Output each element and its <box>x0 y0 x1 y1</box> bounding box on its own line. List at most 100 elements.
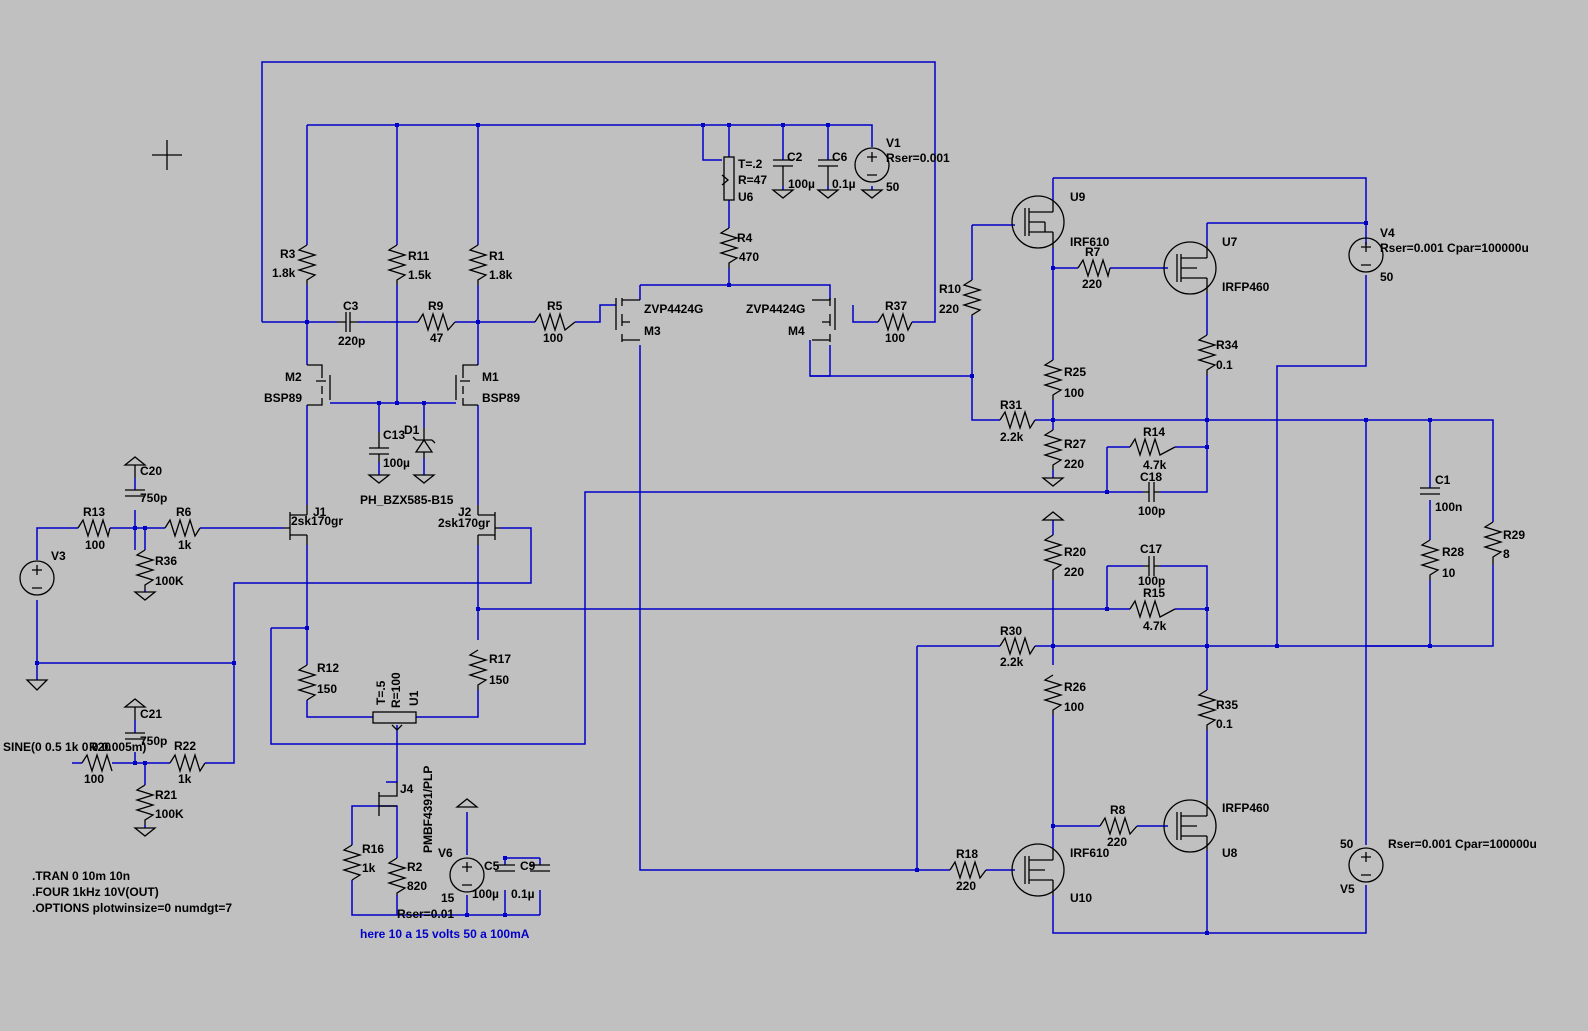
c18-label: C18 <box>1140 470 1162 484</box>
v4-params: Rser=0.001 Cpar=100000u <box>1380 241 1529 255</box>
c6-label: C6 <box>832 150 848 164</box>
power-mosfet-u9 <box>1011 195 1065 249</box>
r21-value: 100K <box>155 807 184 821</box>
resistor-r27 <box>1042 429 1064 470</box>
resistor-r16 <box>341 844 363 881</box>
source-v3 <box>19 560 55 596</box>
v6-label: V6 <box>438 846 453 860</box>
resistor-r10 <box>961 279 983 316</box>
r3-value: 1.8k <box>272 266 296 280</box>
mosfet-m3 <box>615 298 640 342</box>
voltage-source-symbols[interactable] <box>19 147 1384 893</box>
r31-value: 2.2k <box>1000 430 1024 444</box>
capacitor-c1 <box>1420 487 1440 495</box>
r11-label: R11 <box>408 249 430 263</box>
r14-label: R14 <box>1143 425 1165 439</box>
mosfet-m4 <box>812 298 836 342</box>
capacitor-c17 <box>1143 556 1160 576</box>
crosshair-cursor-icon <box>152 140 182 170</box>
resistor-r6 <box>164 517 201 539</box>
r30-label: R30 <box>1000 624 1022 638</box>
v5-params: Rser=0.001 Cpar=100000u <box>1388 837 1537 851</box>
r31-label: R31 <box>1000 398 1022 412</box>
r25-value: 100 <box>1064 386 1084 400</box>
u6-r: R=47 <box>738 173 767 187</box>
zener-d1[interactable] <box>412 428 436 458</box>
capacitor-c13 <box>369 432 389 462</box>
resistor-r7 <box>1077 257 1111 279</box>
r15-label: R15 <box>1143 586 1165 600</box>
r5-value: 100 <box>543 331 563 345</box>
jfet-j4 <box>378 782 398 816</box>
j2-label: J2 <box>458 505 472 519</box>
capacitor-c5 <box>495 864 515 872</box>
potentiometer-symbols[interactable] <box>372 156 735 731</box>
transistor-symbols[interactable] <box>284 195 1217 897</box>
ground-symbols <box>25 189 1065 837</box>
c9-label: C9 <box>520 859 536 873</box>
r11-value: 1.5k <box>408 268 432 282</box>
r34-value: 0.1 <box>1216 358 1233 372</box>
resistor-r9 <box>417 311 456 333</box>
source-v4 <box>1348 237 1384 273</box>
r36-value: 100K <box>155 574 184 588</box>
c3-label: C3 <box>343 299 359 313</box>
v3-label: V3 <box>51 549 66 563</box>
r26-label: R26 <box>1064 680 1086 694</box>
r1-value: 1.8k <box>489 268 513 282</box>
capacitor-c9 <box>530 864 550 872</box>
schematic-canvas[interactable]: R3 1.8k R11 1.5k R1 1.8k C3 220p R9 47 R… <box>0 0 1568 1018</box>
c2-value: 100µ <box>788 177 815 191</box>
c17-value: 100p <box>1138 574 1165 588</box>
schematic[interactable]: R3 1.8k R11 1.5k R1 1.8k C3 220p R9 47 R… <box>0 0 1568 1018</box>
c5-value: 100µ <box>472 887 499 901</box>
resistor-r11 <box>386 244 408 285</box>
r8-value: 220 <box>1107 835 1127 849</box>
capacitor-symbols[interactable] <box>125 159 1440 872</box>
r13-label: R13 <box>83 505 105 519</box>
jfet-j2 <box>477 505 500 545</box>
r37-label: R37 <box>885 299 907 313</box>
c9-value: 0.1µ <box>511 887 535 901</box>
r4-label: R4 <box>737 231 753 245</box>
resistor-r20 <box>1042 534 1064 580</box>
r34-label: R34 <box>1216 338 1238 352</box>
resistor-r34 <box>1196 334 1218 375</box>
c1-label: C1 <box>1435 473 1451 487</box>
c3-value: 220p <box>338 334 365 348</box>
resistor-r30 <box>999 635 1036 657</box>
m4-model: ZVP4424G <box>746 302 805 316</box>
r29-value: 8 <box>1503 547 1510 561</box>
r7-label: R7 <box>1085 245 1101 259</box>
r15-value: 4.7k <box>1143 619 1167 633</box>
c21-label: C21 <box>140 707 162 721</box>
c2-label: C2 <box>787 150 803 164</box>
r20-input-label: R20 <box>89 740 111 754</box>
power-mosfet-u7 <box>1163 241 1217 295</box>
r17-value: 150 <box>489 673 509 687</box>
u9-model: IRF610 <box>1070 235 1110 249</box>
r17-label: R17 <box>489 652 511 666</box>
d1-model: PH_BZX585-B15 <box>360 493 454 507</box>
r35-label: R35 <box>1216 698 1238 712</box>
j4-label: J4 <box>400 782 414 796</box>
source-v1 <box>854 147 890 183</box>
r7-value: 220 <box>1082 277 1102 291</box>
u1-temp: T=.5 <box>374 680 388 705</box>
r10-value: 220 <box>939 302 959 316</box>
r27-value: 220 <box>1064 457 1084 471</box>
r29-label: R29 <box>1503 528 1525 542</box>
r16-label: R16 <box>362 842 384 856</box>
r1-label: R1 <box>489 249 505 263</box>
resistor-r2 <box>386 857 408 895</box>
m4-label: M4 <box>788 324 805 338</box>
mosfet-m1 <box>455 364 478 406</box>
resistor-r37 <box>877 311 913 333</box>
wires[interactable] <box>36 61 1494 934</box>
resistor-r35 <box>1196 689 1218 730</box>
r6-value: 1k <box>178 538 192 552</box>
resistor-r5 <box>534 311 576 333</box>
r21-label: R21 <box>155 788 177 802</box>
c1-value: 100n <box>1435 500 1462 514</box>
resistor-symbols[interactable] <box>77 227 1504 895</box>
